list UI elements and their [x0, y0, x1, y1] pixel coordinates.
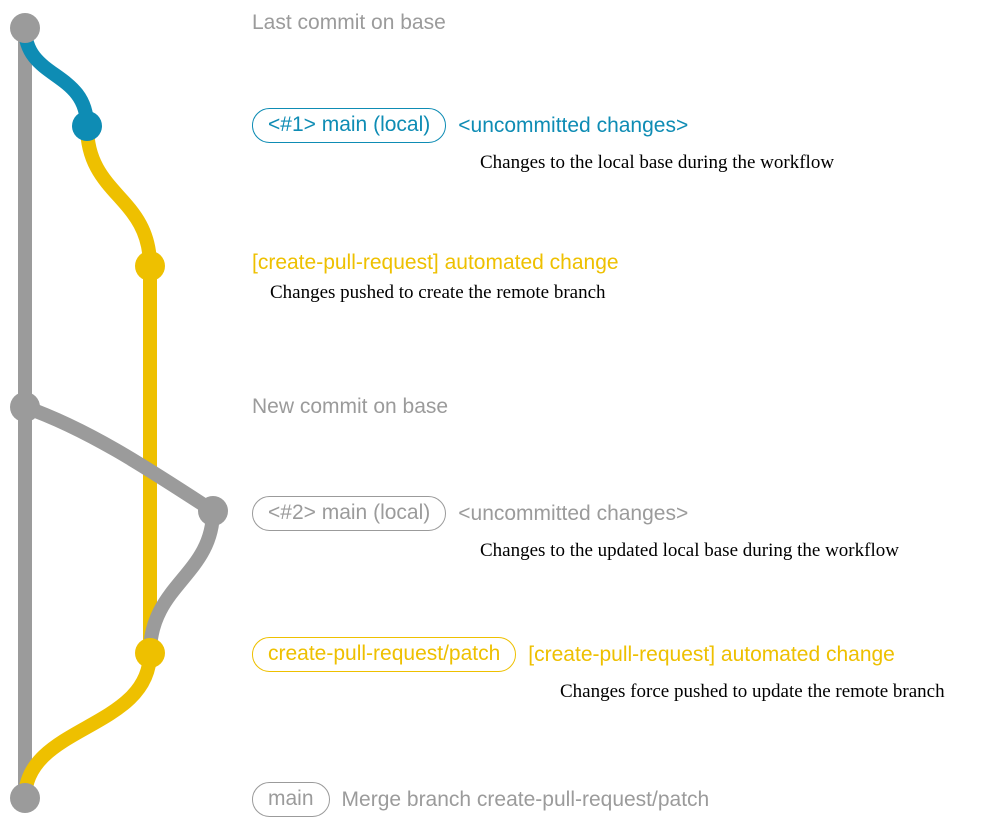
commit-description: Changes force pushed to update the remot… — [560, 681, 945, 702]
commit-row-local-commit-2: <#2> main (local) <uncommitted changes> … — [252, 496, 899, 562]
branch-badge-main-local-1[interactable]: <#1> main (local) — [252, 108, 447, 143]
branch-badge-create-pull-request-patch[interactable]: create-pull-request/patch — [252, 637, 517, 672]
commit-row-head: main Merge branch create-pull-request/pa… — [252, 782, 709, 817]
commit-row-local-commit-1: <#1> main (local) <uncommitted changes> … — [252, 108, 834, 174]
commit-row-merge-commit: main Merge branch create-pull-request/pa… — [252, 782, 709, 817]
commit-row-automated-change-1: [create-pull-request] automated change C… — [252, 252, 619, 304]
commit-graph-canvas — [10, 13, 228, 813]
commit-description: Changes to the local base during the wor… — [480, 152, 835, 173]
updated-local-branch-line — [18, 400, 220, 518]
commit-row-head: [create-pull-request] automated change — [252, 252, 619, 273]
updated-local-merge-line — [143, 504, 220, 660]
commit-row-head: <#1> main (local) <uncommitted changes> — [252, 108, 834, 143]
commit-headline: [create-pull-request] automated change — [252, 251, 619, 274]
commit-row-head: New commit on base — [252, 396, 448, 417]
node-last-commit-on-base[interactable] — [10, 13, 40, 43]
commit-headline: [create-pull-request] automated change — [528, 643, 895, 666]
node-automated-change-1[interactable] — [135, 251, 165, 281]
local-branch-line — [18, 21, 94, 133]
node-local-commit-1[interactable] — [72, 111, 102, 141]
node-automated-change-2[interactable] — [135, 638, 165, 668]
node-merge-commit[interactable] — [10, 783, 40, 813]
commit-row-automated-change-2: create-pull-request/patch [create-pull-r… — [252, 637, 945, 703]
commit-row-head: create-pull-request/patch [create-pull-r… — [252, 637, 945, 672]
commit-row-head: Last commit on base — [252, 12, 446, 33]
commit-headline: Merge branch create-pull-request/patch — [341, 788, 710, 811]
commit-headline: New commit on base — [252, 395, 449, 418]
commit-description: Changes to the updated local base during… — [480, 540, 899, 561]
node-new-commit-on-base[interactable] — [10, 392, 40, 422]
patch-merge-line — [18, 646, 157, 805]
branch-badge-main-local-2[interactable]: <#2> main (local) — [252, 496, 447, 531]
commit-headline: Last commit on base — [252, 11, 446, 34]
commit-description: Changes pushed to create the remote bran… — [270, 282, 606, 303]
commit-row-last-commit-on-base: Last commit on base — [252, 12, 446, 33]
commit-row-head: <#2> main (local) <uncommitted changes> — [252, 496, 899, 531]
commit-headline: <uncommitted changes> — [458, 114, 689, 137]
patch-create-line — [80, 119, 157, 273]
node-local-commit-2[interactable] — [198, 496, 228, 526]
commit-row-new-commit-on-base: New commit on base — [252, 396, 448, 417]
commit-headline: <uncommitted changes> — [458, 502, 689, 525]
branch-badge-main[interactable]: main — [252, 782, 330, 817]
